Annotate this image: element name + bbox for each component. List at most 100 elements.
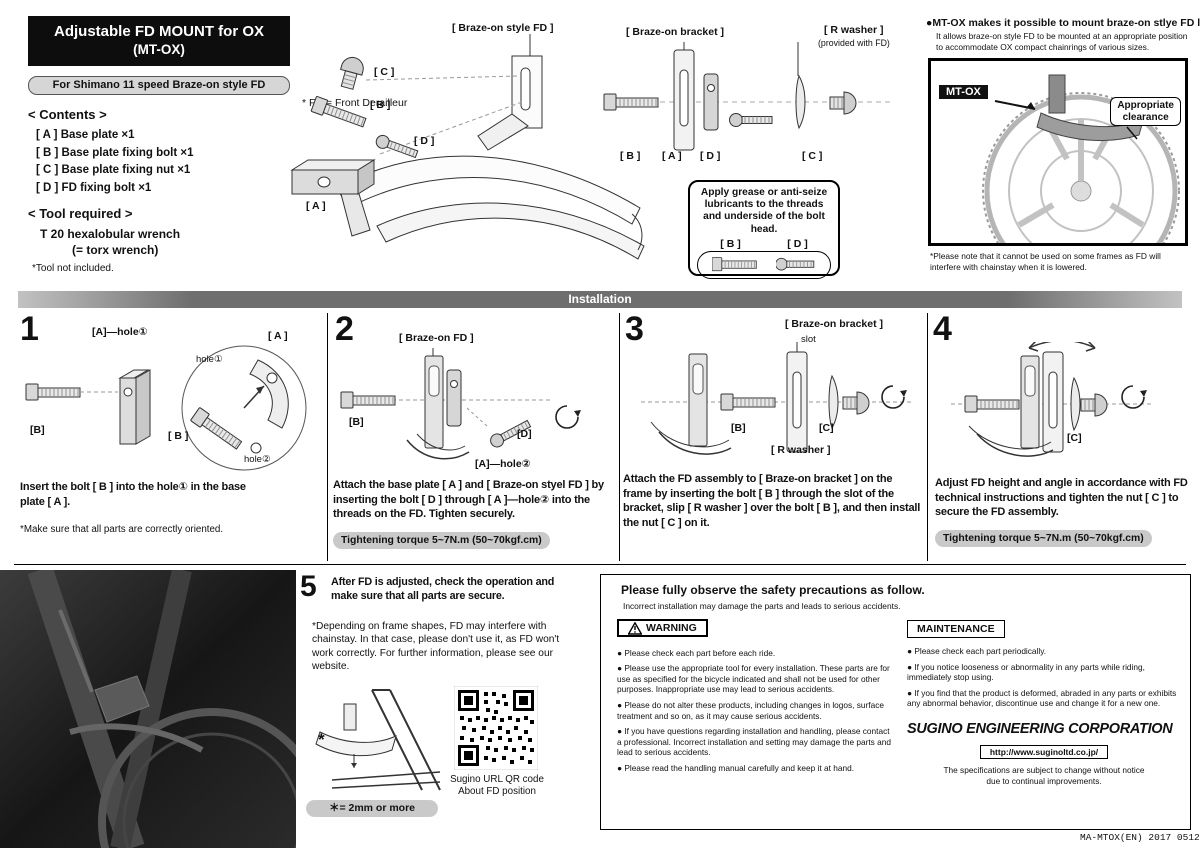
base-plate-icon — [703, 73, 719, 131]
step-4-number: 4 — [933, 310, 952, 348]
step-5-note: *Depending on frame shapes, FD may inter… — [312, 621, 560, 672]
label-a: [ A ] — [268, 330, 288, 342]
warning-item: ● Please do not alter these products, in… — [617, 699, 884, 721]
warning-item: ● Please check each part before each rid… — [617, 647, 776, 658]
label-a: [ A ] — [306, 200, 326, 212]
bike-photo — [0, 570, 296, 848]
step-divider — [927, 313, 928, 561]
label-d: [D] — [517, 428, 532, 440]
braze-on-fd-icon — [1020, 355, 1040, 449]
step-3: 3 [ Braze-on bracket ] slot [B] [C] [ R … — [621, 312, 925, 564]
step-1-body: Insert the bolt [ B ] into the hole① in … — [20, 481, 246, 508]
rotation-arrow-icon — [555, 405, 582, 429]
step-4-body: Adjust FD height and angle in accordance… — [935, 477, 1188, 519]
label-d: [ D ] — [700, 150, 721, 162]
step-3-number: 3 — [625, 310, 644, 348]
tool-name: T 20 hexalobular wrench — [40, 227, 181, 241]
warning-icon — [628, 621, 642, 635]
clearance-callout: Appropriate clearance — [1110, 97, 1181, 126]
braze-on-fd-icon — [424, 355, 444, 449]
braze-on-fd-label: [ Braze-on FD ] — [399, 332, 474, 344]
r-washer-label: [ R washer ] — [771, 444, 831, 456]
rotation-arrow-icon — [881, 385, 908, 409]
warning-item: ● Please read the handling manual carefu… — [617, 762, 855, 773]
bolt-b-icon — [310, 95, 368, 131]
slot-label: slot — [801, 334, 816, 345]
bolt-d-icon — [776, 257, 815, 271]
safety-box: Please fully observe the safety precauti… — [600, 574, 1191, 830]
safety-subheading: Incorrect installation may damage the pa… — [623, 601, 901, 611]
warning-title-box: WARNING — [617, 619, 708, 637]
tool-alias: (= torx wrench) — [72, 243, 159, 257]
label-b: [B] — [731, 422, 746, 434]
label-c: [C] — [819, 422, 834, 434]
nut-c-icon — [829, 91, 857, 115]
step-1: 1 [A]—hole① [ A ] hole① [B] [ B ] hole② … — [18, 312, 324, 564]
nut-c-icon — [842, 391, 870, 415]
step-1-diagram — [25, 345, 307, 471]
tool-heading: < Tool required > — [28, 206, 133, 221]
label-b2: [ B ] — [168, 430, 189, 442]
grease-label-b: [ B ] — [720, 237, 741, 250]
maintenance-item: ● If you find that the product is deform… — [907, 687, 1177, 709]
nut-c-icon — [335, 54, 367, 92]
r-washer-icon — [828, 375, 839, 429]
company-url: http://www.suginoltd.co.jp/ — [979, 745, 1109, 760]
r-washer-label: [ R washer ] — [824, 24, 884, 36]
r-washer-icon — [795, 75, 806, 129]
exploded-bracket-diagram — [603, 42, 890, 151]
document-code: MA-MTOX(EN) 2017 0512 — [1080, 832, 1200, 843]
step-3-body: Attach the FD assembly to [ Braze-on bra… — [623, 473, 921, 529]
braze-on-fd-icon — [688, 353, 708, 447]
step-2-torque: Tightening torque 5~7N.m (50~70kgf.cm) — [333, 532, 550, 549]
bolt-b-icon — [720, 393, 776, 411]
bolt-d-icon — [373, 133, 420, 161]
hole1-label: hole① — [196, 354, 223, 365]
bolt-b-icon — [603, 93, 659, 111]
warning-item: ● Please use the appropriate tool for ev… — [617, 663, 890, 695]
hole2-label: hole② — [244, 454, 271, 465]
step-1-note: *Make sure that all parts are correctly … — [20, 524, 224, 535]
step-2-number: 2 — [335, 310, 354, 348]
label-b: [B] — [30, 424, 45, 436]
grease-label-d: [ D ] — [787, 237, 808, 250]
product-title: Adjustable FD MOUNT for OX (MT-OX) — [28, 16, 290, 66]
label-c: [ C ] — [802, 150, 823, 162]
bolt-b-icon — [25, 383, 81, 401]
maintenance-title-box: MAINTENANCE — [907, 620, 1005, 638]
bolt-b-icon — [340, 391, 396, 409]
label-a-hole1: [A]—hole① — [92, 326, 148, 338]
warning-column: WARNING ● Please check each part before … — [617, 619, 895, 779]
r-washer-sub-label: (provided with FD) — [818, 38, 890, 48]
label-a: [ A ] — [662, 150, 682, 162]
rotation-arrow-icon — [1121, 385, 1148, 409]
specs-footnote: The specifications are subject to change… — [943, 765, 1145, 786]
step-2-body: Attach the base plate [ A ] and [ Braze-… — [333, 479, 604, 521]
maintenance-title: MAINTENANCE — [917, 623, 995, 635]
step-1-number: 1 — [20, 310, 39, 348]
bolt-b-icon — [712, 257, 757, 272]
installation-section-bar: Installation — [18, 291, 1182, 308]
step-4-diagram — [951, 342, 1151, 457]
step-2: 2 [ Braze-on FD ] [B] [D] [A]—hole② Atta… — [331, 312, 617, 564]
label-d: [ D ] — [414, 135, 435, 147]
label-c: [C] — [1067, 432, 1082, 444]
grease-text: Apply grease or anti-seize lubricants to… — [700, 187, 828, 235]
step-divider — [619, 313, 620, 561]
label-b: [B] — [349, 416, 364, 428]
warning-title: WARNING — [646, 622, 697, 634]
label-c: [ C ] — [374, 66, 395, 78]
step-2-diagram — [340, 348, 582, 460]
contents-heading: < Contents > — [28, 107, 107, 122]
nut-c-icon — [1080, 393, 1108, 417]
r-washer-icon — [1070, 377, 1081, 431]
contents-item-a: [ A ] Base plate ×1 — [36, 129, 135, 141]
mtox-badge: MT-OX — [939, 85, 988, 99]
safety-heading: Please fully observe the safety precauti… — [621, 583, 925, 597]
braze-on-bracket-label: [ Braze-on bracket ] — [785, 318, 884, 330]
section-divider — [14, 564, 1186, 565]
company-name: SUGINO ENGINEERING CORPORATION — [907, 721, 1173, 738]
bolt-d-icon — [729, 113, 773, 127]
base-plate-icon — [118, 369, 151, 445]
